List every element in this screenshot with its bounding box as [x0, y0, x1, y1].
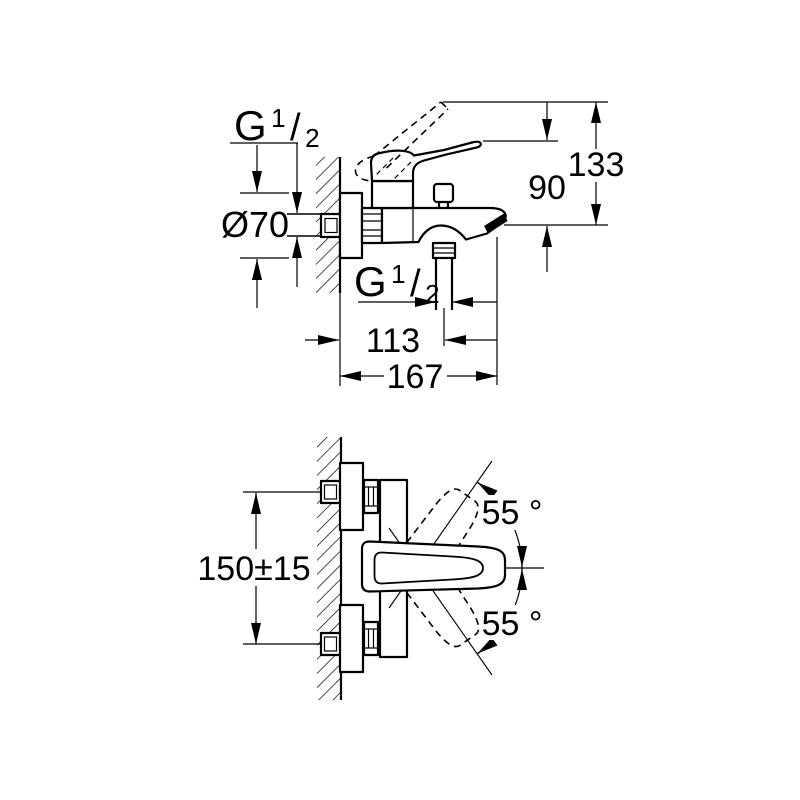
dimension-g-half-wall-label: G 1 / 2 [234, 102, 320, 153]
s-union-nut [360, 206, 384, 245]
escutcheon-bottom [338, 603, 365, 674]
s-union-nut-top [362, 478, 380, 515]
lever-handle-plan-inner [373, 551, 484, 585]
wall-hatching [317, 437, 341, 700]
lever-handle-raised-dashed [354, 101, 449, 182]
supply-socket-top [319, 479, 342, 505]
supply-pipe [287, 212, 342, 239]
aerator [484, 213, 508, 234]
angle-55-bottom-label: 55 ° [482, 605, 543, 643]
escutcheon-top [338, 461, 365, 532]
handle-hidden-edges [373, 157, 412, 181]
dimension-g-half-shower-label: G 1 / 2 [354, 258, 440, 309]
label-backplate [483, 605, 543, 640]
diverter-knob [432, 182, 455, 208]
handle-position-up-dashed [406, 488, 479, 570]
cartridge-housing [370, 179, 415, 210]
dimension-90-label: 90 [528, 169, 566, 207]
dimension-arrow [477, 637, 498, 654]
dimension-arrow [477, 482, 498, 499]
escutcheon [338, 191, 364, 260]
dimension-167-label: 167 [387, 358, 444, 396]
angle-55-top-label: 55 ° [482, 494, 543, 532]
plan-view: 55 ° 55 ° 150±15 [197, 437, 544, 700]
supply-socket-bottom [319, 631, 342, 657]
side-view: G 1 / 2 Ø70 133 90 G 1 / 2 [221, 101, 625, 396]
lever-handle [369, 140, 482, 183]
dimension-150-label: 150±15 [197, 550, 310, 588]
supply-socket-inner [324, 217, 338, 234]
dimension-133-label: 133 [568, 146, 625, 184]
dimension-diameter-label: Ø70 [221, 204, 289, 245]
shower-hose-connection [431, 241, 457, 260]
label-backplate [483, 495, 543, 530]
s-union-nut-bottom [362, 620, 380, 657]
dimension-113-label: 113 [366, 322, 420, 360]
